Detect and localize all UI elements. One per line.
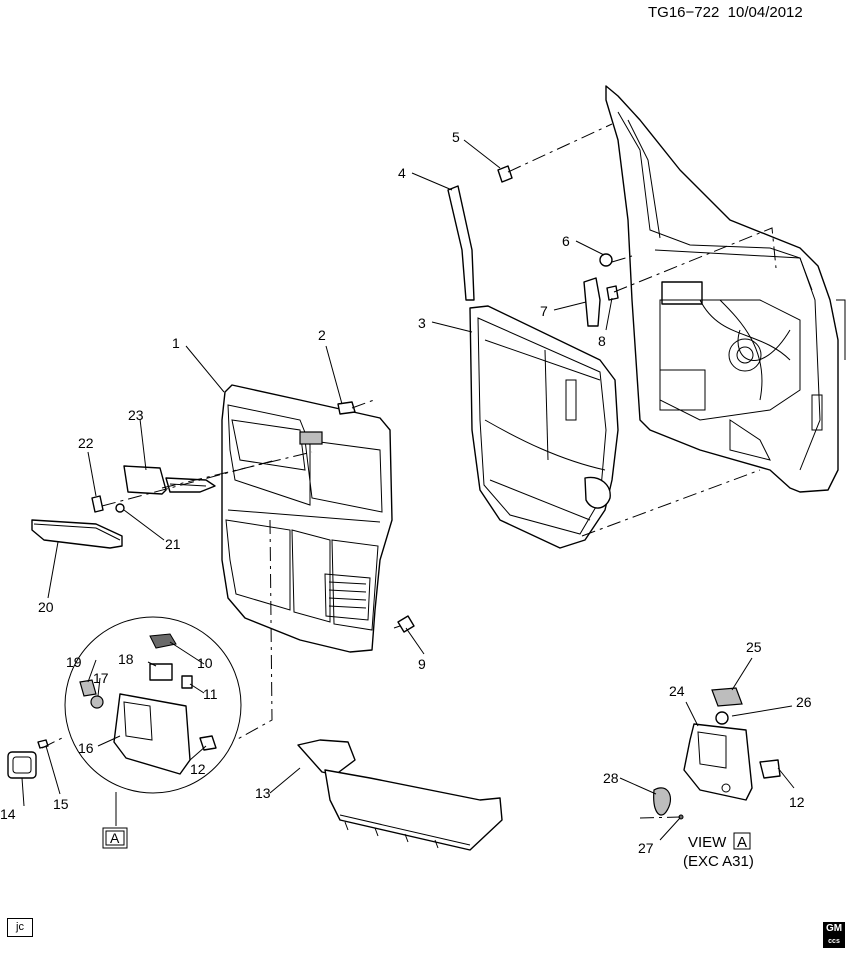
callout-11: 11 bbox=[203, 686, 218, 702]
handle-bracket-23 bbox=[123, 465, 216, 495]
callout-15: 15 bbox=[53, 796, 69, 812]
callout-20: 20 bbox=[38, 599, 54, 615]
callout-8: 8 bbox=[598, 333, 606, 349]
callout-17: 17 bbox=[93, 670, 109, 686]
dash-lines bbox=[41, 123, 777, 819]
pull-handle-20 bbox=[31, 519, 123, 549]
callout-19: 19 bbox=[66, 654, 82, 670]
callout-26: 26 bbox=[796, 694, 812, 710]
callout-27: 27 bbox=[638, 840, 654, 856]
view-note: (EXC A31) bbox=[683, 853, 754, 870]
view-label-text: VIEW bbox=[688, 834, 727, 851]
map-pocket-13 bbox=[297, 739, 503, 851]
inset-tag-a: A bbox=[102, 792, 128, 849]
gm-logo-icon: GM ccs bbox=[823, 922, 845, 948]
push-pin-9 bbox=[393, 615, 415, 633]
window-channel-4 bbox=[447, 185, 475, 301]
drawing-date: 10/04/2012 bbox=[727, 4, 803, 21]
callout-7: 7 bbox=[540, 303, 548, 319]
plug-6 bbox=[599, 253, 613, 267]
callout-4: 4 bbox=[398, 165, 406, 181]
callout-12a: 12 bbox=[190, 761, 206, 777]
bracket-7 bbox=[583, 277, 601, 327]
callout-21: 21 bbox=[165, 536, 181, 552]
door-frame bbox=[605, 85, 846, 493]
callout-10: 10 bbox=[197, 655, 213, 671]
view-label-letter: A bbox=[737, 834, 747, 851]
clip-22 bbox=[91, 495, 104, 513]
leader-lines bbox=[21, 139, 795, 841]
callout-28: 28 bbox=[603, 770, 619, 786]
drawing-id: TG16−722 10/04/2012 bbox=[648, 4, 803, 21]
callout-14: 14 bbox=[0, 806, 16, 822]
cover-14 bbox=[7, 751, 37, 779]
callout-23: 23 bbox=[128, 407, 144, 423]
callout-1: 1 bbox=[172, 335, 180, 351]
gm-logo-line2: ccs bbox=[828, 938, 840, 945]
callout-13: 13 bbox=[255, 785, 271, 801]
callout-16: 16 bbox=[78, 740, 94, 756]
view-a-label: VIEW A (EXC A31) bbox=[683, 832, 754, 870]
detail-circle-a bbox=[64, 616, 242, 794]
callout-5: 5 bbox=[452, 129, 460, 145]
artist-tag: jc bbox=[7, 918, 33, 937]
callout-3: 3 bbox=[418, 315, 426, 331]
callout-9: 9 bbox=[418, 656, 426, 672]
screw-21 bbox=[115, 503, 125, 513]
callout-24: 24 bbox=[669, 683, 685, 699]
door-trim-panel bbox=[221, 384, 393, 653]
water-deflector bbox=[469, 305, 619, 549]
clip-8 bbox=[606, 285, 619, 301]
clip-5 bbox=[497, 165, 513, 183]
callout-25: 25 bbox=[746, 639, 762, 655]
callout-numbers: 1 2 3 4 5 6 7 8 9 10 11 12 12 13 14 15 1… bbox=[0, 129, 812, 856]
drawing-code: TG16−722 bbox=[648, 4, 720, 21]
trim-clip-2 bbox=[337, 401, 356, 415]
callout-6: 6 bbox=[562, 233, 570, 249]
callout-12b: 12 bbox=[789, 794, 805, 810]
inset-tag-letter: A bbox=[110, 830, 120, 846]
gm-logo-line1: GM bbox=[825, 923, 843, 934]
view-a-assembly bbox=[653, 687, 781, 820]
callout-18: 18 bbox=[118, 651, 134, 667]
callout-22: 22 bbox=[78, 435, 94, 451]
callout-2: 2 bbox=[318, 327, 326, 343]
